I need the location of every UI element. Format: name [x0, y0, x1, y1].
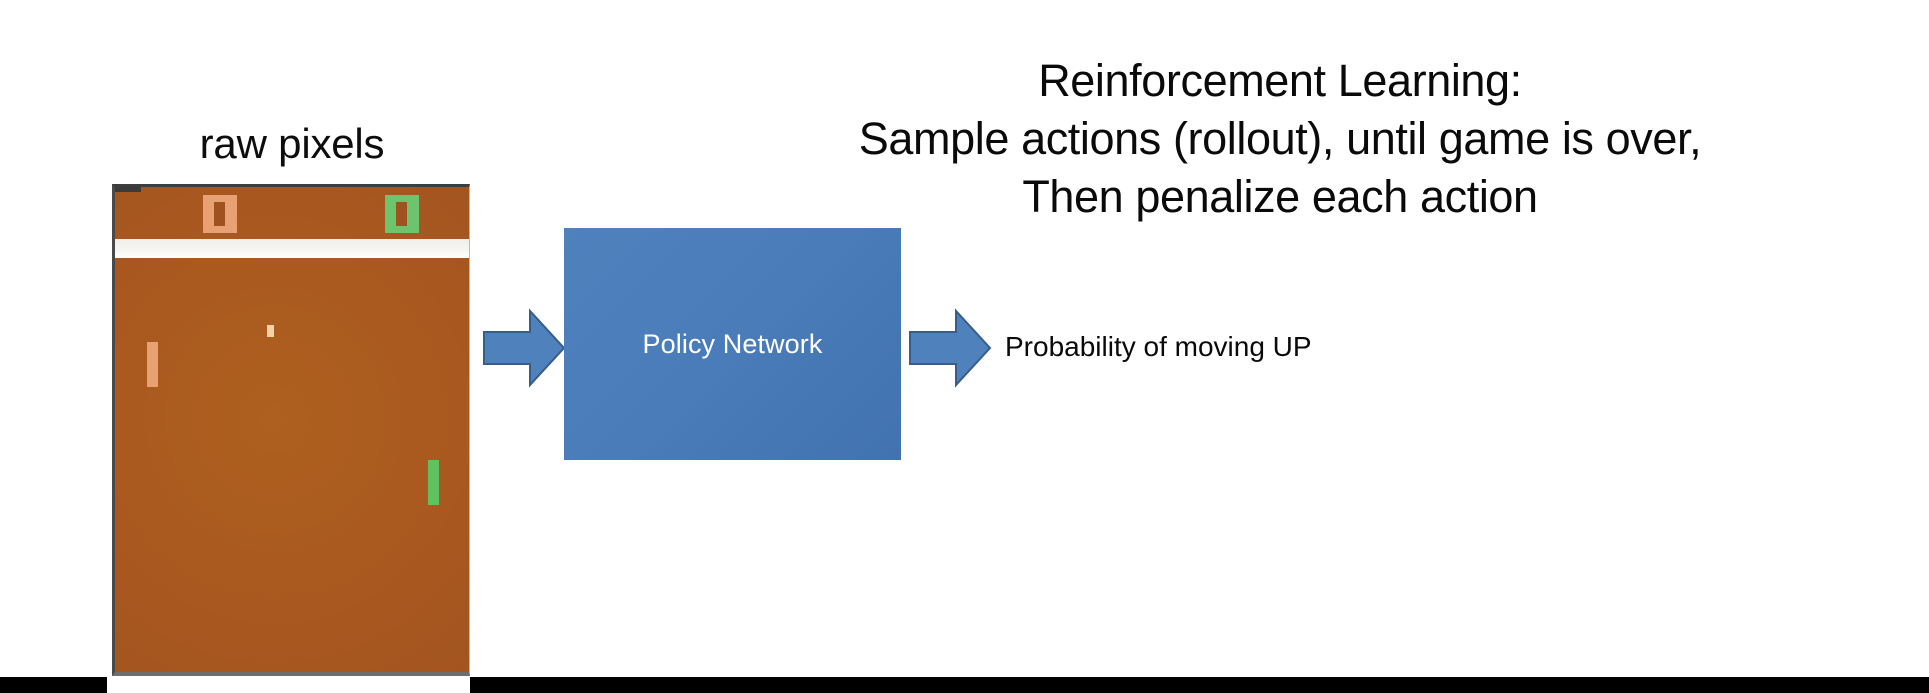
emulator-corner-nub	[115, 187, 141, 192]
pong-score-left-digit	[214, 202, 225, 226]
heading-line-2: Sample actions (rollout), until game is …	[858, 113, 1702, 164]
raw-pixels-caption: raw pixels	[199, 120, 385, 167]
pong-playfield	[115, 187, 469, 672]
letterbox-bar-left	[0, 677, 107, 693]
pong-paddle-left	[147, 342, 158, 387]
policy-network-label: Policy Network	[642, 328, 823, 359]
policy-network-box: Policy Network	[564, 228, 901, 460]
heading-line-1: Reinforcement Learning:	[1038, 55, 1522, 106]
output-label: Probability of moving UP	[1005, 331, 1312, 362]
heading-line-3: Then penalize each action	[1022, 171, 1538, 222]
pong-score-right	[385, 195, 419, 233]
right-arrow-icon	[909, 308, 992, 388]
pong-score-left	[203, 195, 237, 233]
pong-score-band	[115, 187, 469, 239]
pong-ball	[267, 325, 274, 337]
slide-heading: Reinforcement Learning: Sample actions (…	[690, 52, 1870, 226]
pong-paddle-right	[428, 460, 439, 505]
pong-game-screenshot	[112, 184, 470, 676]
letterbox-bar-right	[470, 677, 1929, 693]
pong-divider-bar	[115, 239, 469, 258]
right-arrow-icon	[483, 308, 566, 388]
pong-score-right-digit	[396, 202, 407, 226]
